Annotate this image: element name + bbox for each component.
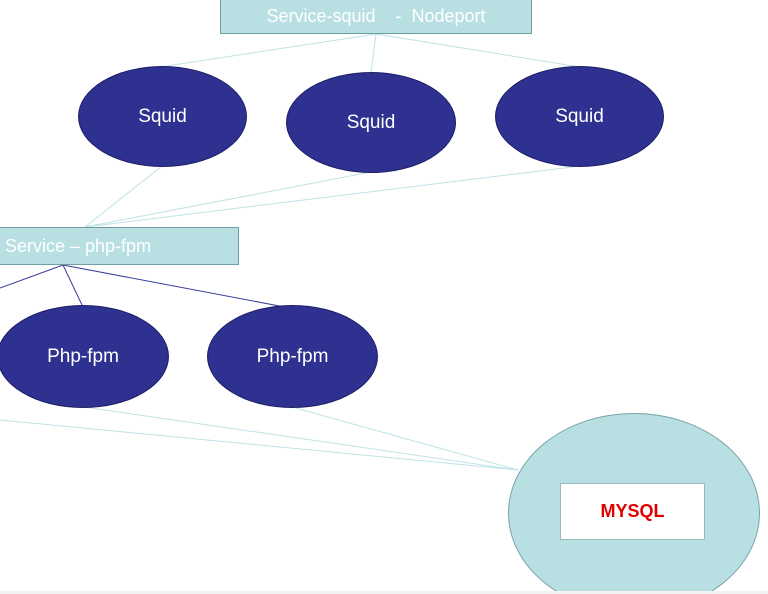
squid-node: Squid <box>286 72 456 173</box>
squid-node: Squid <box>78 66 247 167</box>
edge-svc-squid-to-squid-1 <box>159 33 377 68</box>
edge-squid-3-to-svc-php <box>84 165 581 228</box>
mysql-label: MYSQL <box>600 501 665 521</box>
service-squid-label: Service-squid - Nodeport <box>266 6 486 26</box>
edge-squid-2-to-svc-php <box>84 171 372 228</box>
edge-svc-squid-to-squid-2 <box>370 33 377 74</box>
edge-php-1-to-mysql <box>83 406 519 471</box>
edge-svc-php-to-php-1 <box>62 264 83 306</box>
php-fpm-node: Php-fpm <box>207 305 378 408</box>
squid-node-label: Squid <box>555 105 604 127</box>
squid-node-label: Squid <box>138 105 187 127</box>
php-fpm-node: Php-fpm <box>0 305 169 408</box>
squid-node: Squid <box>495 66 664 167</box>
service-php-fpm-box: Service – php-fpm <box>0 227 239 265</box>
bottom-divider <box>0 591 768 594</box>
php-fpm-node-label: Php-fpm <box>47 345 119 367</box>
mysql-label-box: MYSQL <box>560 483 705 540</box>
edge-offscreen-to-mysql <box>0 419 519 471</box>
edge-svc-squid-to-squid-3 <box>375 33 581 68</box>
edge-svc-php-to-php-2 <box>62 264 291 309</box>
php-fpm-node-label: Php-fpm <box>256 345 329 367</box>
service-squid-box: Service-squid - Nodeport <box>220 0 532 34</box>
edge-svc-php-to-offscreen <box>0 264 64 289</box>
edge-squid-1-to-svc-php <box>84 165 163 228</box>
service-php-fpm-label: Service – php-fpm <box>5 235 152 256</box>
edge-php-2-to-mysql <box>291 406 519 471</box>
squid-node-label: Squid <box>346 111 396 133</box>
